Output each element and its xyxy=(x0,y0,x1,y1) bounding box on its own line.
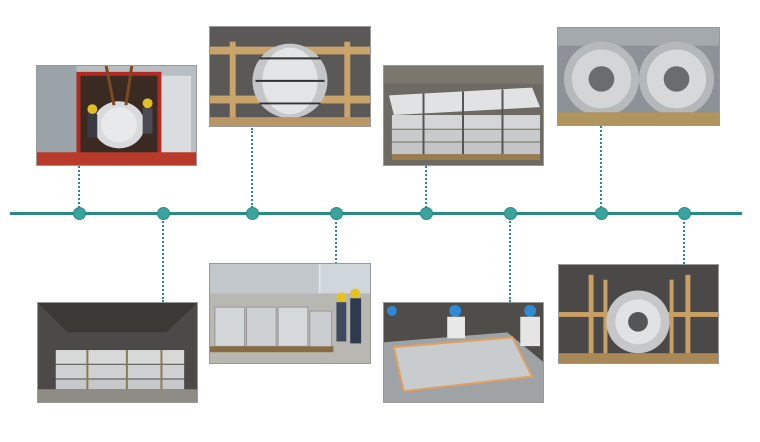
timeline-node-7 xyxy=(595,207,608,220)
photo-coil-in-container xyxy=(209,26,371,127)
photo-two-coils xyxy=(557,27,720,126)
connector-2 xyxy=(162,218,164,302)
timeline-node-3 xyxy=(246,207,259,220)
timeline-line xyxy=(10,212,742,215)
photo-workers-inspecting xyxy=(383,302,544,403)
timeline-node-8 xyxy=(678,207,691,220)
photo-container-loading xyxy=(36,65,197,166)
connector-8 xyxy=(683,218,685,264)
timeline-node-5 xyxy=(420,207,433,220)
connector-7 xyxy=(600,126,602,208)
photo-coil-braced xyxy=(558,264,719,364)
photo-strapped-bundles xyxy=(383,65,544,166)
connector-1 xyxy=(78,166,80,208)
photo-sheet-stacks-container xyxy=(37,302,198,403)
connector-4 xyxy=(335,218,337,264)
photo-packed-coils-yard xyxy=(209,263,371,364)
timeline-node-6 xyxy=(504,207,517,220)
timeline-node-1 xyxy=(73,207,86,220)
connector-3 xyxy=(251,128,253,208)
connector-5 xyxy=(425,166,427,208)
connector-6 xyxy=(509,218,511,302)
timeline-node-4 xyxy=(330,207,343,220)
timeline-node-2 xyxy=(157,207,170,220)
